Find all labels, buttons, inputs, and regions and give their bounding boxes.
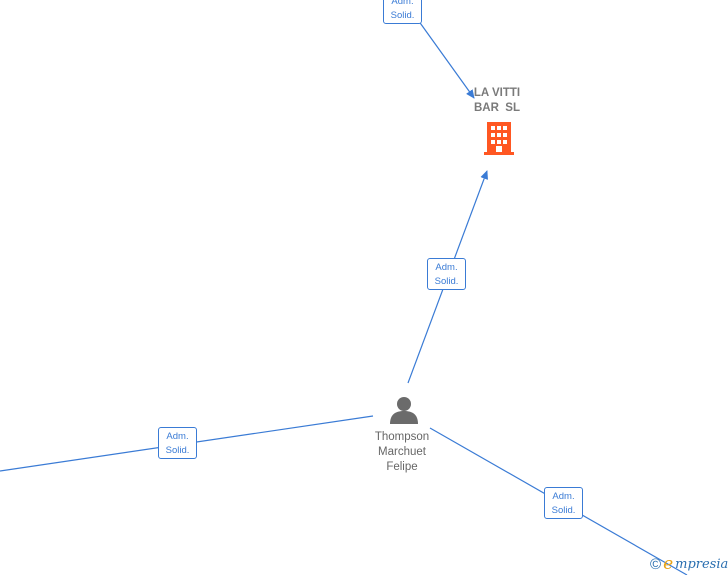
building-icon[interactable]: [484, 122, 514, 155]
company-name-line1: LA VITTI: [473, 87, 521, 99]
logo-initial: e: [663, 554, 674, 574]
copyright-icon: ©: [650, 555, 662, 573]
company-name[interactable]: LA VITTI BAR SL: [457, 86, 537, 116]
person-name-line2: Marchuet: [378, 446, 426, 458]
person-icon[interactable]: [390, 397, 418, 424]
company-name-line2: BAR SL: [474, 102, 520, 114]
relation-label-person-company[interactable]: Adm. Solid.: [427, 258, 466, 290]
relation-type: Solid.: [165, 445, 190, 456]
logo-text: mpresia: [675, 556, 728, 572]
relation-role: Adm.: [552, 491, 575, 502]
person-name[interactable]: Thompson Marchuet Felipe: [357, 430, 447, 475]
relation-label-bottom-right[interactable]: Adm. Solid.: [544, 487, 583, 519]
relation-label-left[interactable]: Adm. Solid.: [158, 427, 197, 459]
relation-role: Adm.: [166, 431, 189, 442]
person-name-line1: Thompson: [374, 431, 430, 443]
person-name-line3: Felipe: [386, 461, 418, 473]
relation-type: Solid.: [551, 505, 576, 516]
edge-top-to-company: [417, 19, 475, 99]
relation-role: Adm.: [435, 262, 458, 273]
relation-type: Solid.: [434, 276, 459, 287]
empresia-logo[interactable]: © e mpresia: [650, 554, 728, 574]
relation-type: Solid.: [390, 10, 415, 21]
relation-role: Adm.: [391, 0, 414, 7]
relation-label-top[interactable]: Adm. Solid.: [383, 0, 422, 24]
